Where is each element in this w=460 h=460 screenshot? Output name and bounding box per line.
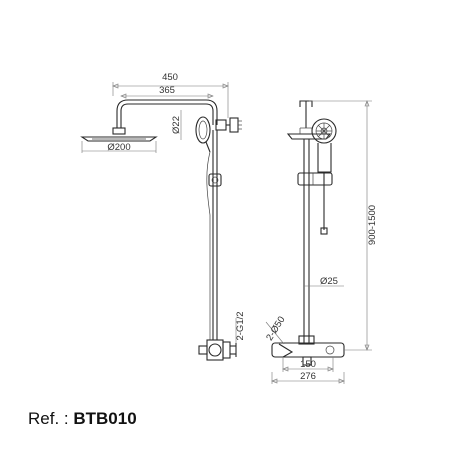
- front-slider: [208, 173, 222, 187]
- dim-arm-reach: 365: [159, 85, 175, 96]
- dim-arm-length: 450: [162, 72, 178, 83]
- dim-head-diameter: Ø200: [107, 142, 130, 153]
- front-shower-head: [80, 136, 158, 142]
- side-view: 900-1500 Ø25 2-Ø50 150 276: [264, 100, 378, 384]
- side-hand-shower: [311, 118, 337, 144]
- hand-shower: [195, 116, 211, 153]
- dim-height-range: 900-1500: [367, 205, 378, 245]
- side-slider: [297, 172, 333, 186]
- reference-caption: Ref. : BTB010: [28, 409, 137, 429]
- reference-code: BTB010: [73, 409, 137, 428]
- front-view: 450 365 Ø200 Ø22 2-G1/2: [80, 72, 246, 361]
- reference-prefix: Ref. :: [28, 409, 69, 428]
- side-mixer: [271, 335, 345, 366]
- front-mixer: [198, 339, 237, 361]
- dim-center-distance: 150: [300, 359, 316, 370]
- dim-pipe-diameter: Ø22: [171, 116, 182, 134]
- dim-valve-diameter: 2-Ø50: [264, 315, 287, 343]
- front-arm: [120, 103, 214, 128]
- dim-body-width: 276: [300, 371, 316, 382]
- dim-inlet-thread: 2-G1/2: [235, 311, 246, 340]
- dim-riser-diameter: Ø25: [320, 276, 338, 287]
